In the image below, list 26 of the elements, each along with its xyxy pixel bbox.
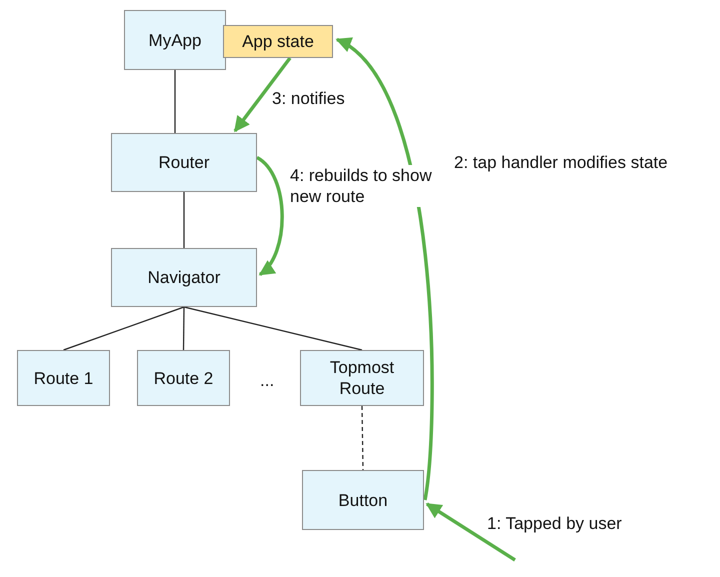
widget-box — [302, 470, 424, 530]
node-label: Button — [337, 490, 389, 510]
widget-box — [111, 133, 257, 192]
arrow — [336, 38, 434, 500]
node-label: MyApp — [148, 30, 202, 50]
node-label: Topmost Route — [328, 357, 396, 399]
connector-line — [63, 306, 184, 351]
arrow — [256, 156, 284, 276]
arrow — [234, 56, 292, 132]
node-label: Router — [157, 152, 211, 173]
connector-line — [174, 70, 176, 133]
widget-box — [137, 350, 230, 406]
node-label: Route 2 — [152, 368, 214, 388]
connector-line — [184, 306, 362, 351]
connector-line — [183, 192, 185, 248]
widget-box — [124, 10, 226, 70]
node-label: Route 1 — [32, 368, 94, 388]
widget-box — [111, 248, 257, 307]
connector-line — [182, 307, 185, 350]
arrow — [426, 502, 516, 562]
widget-box — [17, 350, 110, 406]
node-label: App state — [241, 31, 315, 52]
widget-box — [300, 350, 424, 406]
node-label: Navigator — [146, 267, 222, 288]
connector-line — [361, 406, 364, 470]
state-box — [223, 25, 333, 58]
